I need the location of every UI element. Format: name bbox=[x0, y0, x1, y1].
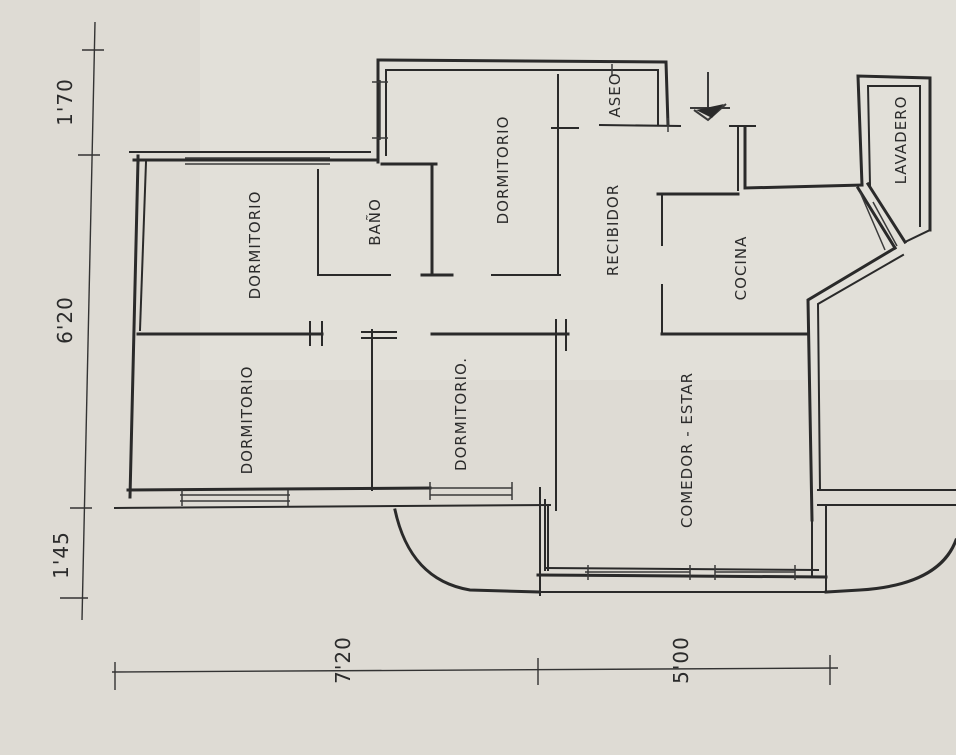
room-label-recibidor: RECIBIDOR bbox=[604, 184, 622, 276]
exterior-walls bbox=[113, 58, 956, 596]
dimension-label-middle: 6'20 bbox=[53, 296, 77, 344]
room-label-lavadero: LAVADERO bbox=[892, 96, 910, 185]
room-label-dormitorio-1: DORMITORIO bbox=[246, 191, 264, 300]
dimension-label-left-width: 7'20 bbox=[331, 636, 355, 684]
room-label-bano: BAÑO bbox=[365, 198, 384, 246]
dimension-label-top: 1'70 bbox=[53, 78, 77, 126]
dimension-label-right-width: 5'00 bbox=[669, 636, 693, 684]
room-label-dormitorio-3: DORMITORIO bbox=[238, 366, 256, 475]
room-label-dormitorio-2: DORMITORIO bbox=[494, 116, 512, 225]
interior-walls bbox=[136, 74, 810, 571]
dimension-lines bbox=[60, 21, 839, 690]
window-marks bbox=[180, 64, 898, 580]
entrance-arrow-icon bbox=[690, 72, 730, 122]
dimension-label-bottom: 1'45 bbox=[49, 531, 73, 579]
room-label-comedor-estar: COMEDOR - ESTAR bbox=[678, 372, 696, 528]
paper-sheet bbox=[200, 0, 956, 380]
room-label-dormitorio-4: DORMITORIO. bbox=[452, 357, 470, 471]
room-label-aseo: ASEO bbox=[606, 72, 624, 117]
room-label-cocina: COCINA bbox=[732, 236, 750, 301]
